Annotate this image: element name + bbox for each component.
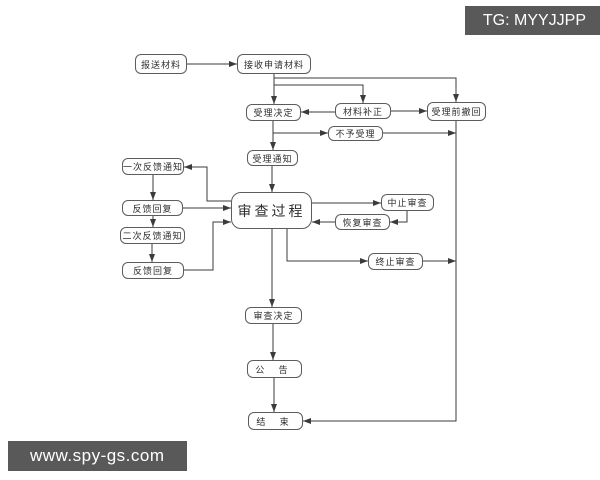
node-review-decision: 审查决定 bbox=[245, 307, 302, 324]
node-acceptance-decision: 受理决定 bbox=[246, 104, 301, 121]
node-end: 结 束 bbox=[248, 412, 303, 430]
edge-review-to-terminate bbox=[286, 229, 368, 264]
node-announcement: 公 告 bbox=[247, 360, 302, 378]
node-receive-application-materials: 接收申请材料 bbox=[237, 54, 311, 74]
node-terminate-review: 终止审查 bbox=[368, 253, 423, 270]
node-second-feedback-notice: 二次反馈通知 bbox=[120, 227, 185, 244]
node-review-process: 审查过程 bbox=[231, 192, 312, 229]
node-first-feedback-notice: 一次反馈通知 bbox=[122, 158, 184, 175]
edge-fb2reply-to-review bbox=[184, 219, 231, 271]
edge-receive-to-withdraw bbox=[274, 77, 459, 102]
node-resume-review: 恢复审查 bbox=[335, 214, 390, 230]
node-rejection: 不予受理 bbox=[328, 126, 383, 141]
node-feedback-reply-2: 反馈回复 bbox=[122, 262, 184, 279]
node-submit-materials: 报送材料 bbox=[135, 54, 187, 74]
node-material-correction: 材料补正 bbox=[335, 103, 391, 119]
edge-withdraw-to-end bbox=[303, 121, 457, 424]
node-withdraw-before-acceptance: 受理前撤回 bbox=[427, 102, 486, 121]
edge-review-to-fb1notice bbox=[184, 164, 231, 202]
node-feedback-reply-1: 反馈回复 bbox=[122, 200, 183, 216]
node-acceptance-notice: 受理通知 bbox=[247, 150, 298, 166]
website-watermark: www.spy-gs.com bbox=[8, 441, 187, 471]
tg-channel-badge: TG: MYYJJPP bbox=[464, 6, 600, 35]
edge-receive-to-correction bbox=[274, 84, 366, 103]
node-suspend-review: 中止审查 bbox=[381, 194, 434, 211]
edge-suspend-to-resume bbox=[390, 211, 408, 225]
